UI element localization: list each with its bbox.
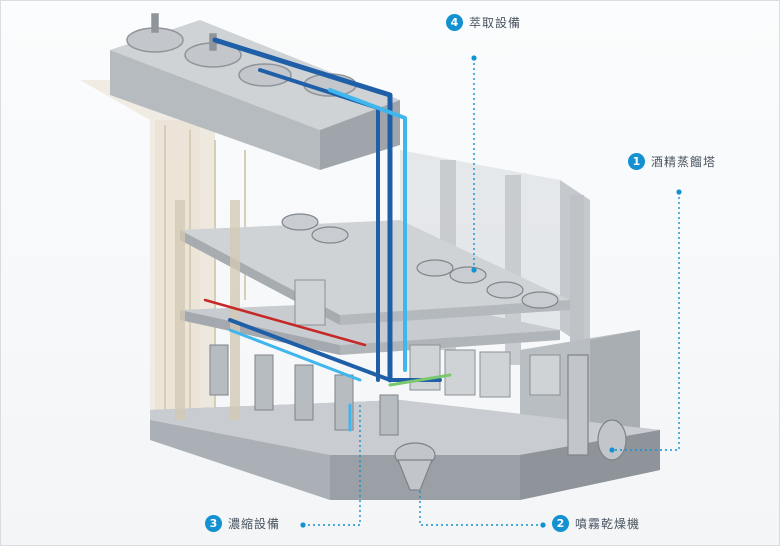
spray-dryer: [394, 354, 627, 491]
evaporators: [209, 344, 399, 436]
callout-4-label: 萃取設備: [469, 16, 522, 30]
leader-lines: [303, 58, 680, 526]
callout-2: 2 噴霧乾燥機: [552, 515, 640, 532]
callout-3: 3 濃縮設備: [205, 515, 280, 532]
extraction-tanks: [281, 213, 559, 309]
callout-3-label: 濃縮設備: [228, 517, 281, 531]
callout-3-badge: 3: [205, 515, 222, 532]
callout-1-badge: 1: [628, 153, 645, 170]
leader-dots: [300, 55, 682, 528]
pipes: [203, 37, 452, 432]
callout-2-badge: 2: [552, 515, 569, 532]
callout-2-label: 噴霧乾燥機: [575, 517, 641, 531]
callout-4: 4 萃取設備: [446, 14, 521, 31]
callout-1: 1 酒精蒸餾塔: [628, 153, 716, 170]
callout-1-label: 酒精蒸餾塔: [651, 155, 717, 169]
middle-vessels: [294, 279, 561, 398]
callout-4-badge: 4: [446, 14, 463, 31]
